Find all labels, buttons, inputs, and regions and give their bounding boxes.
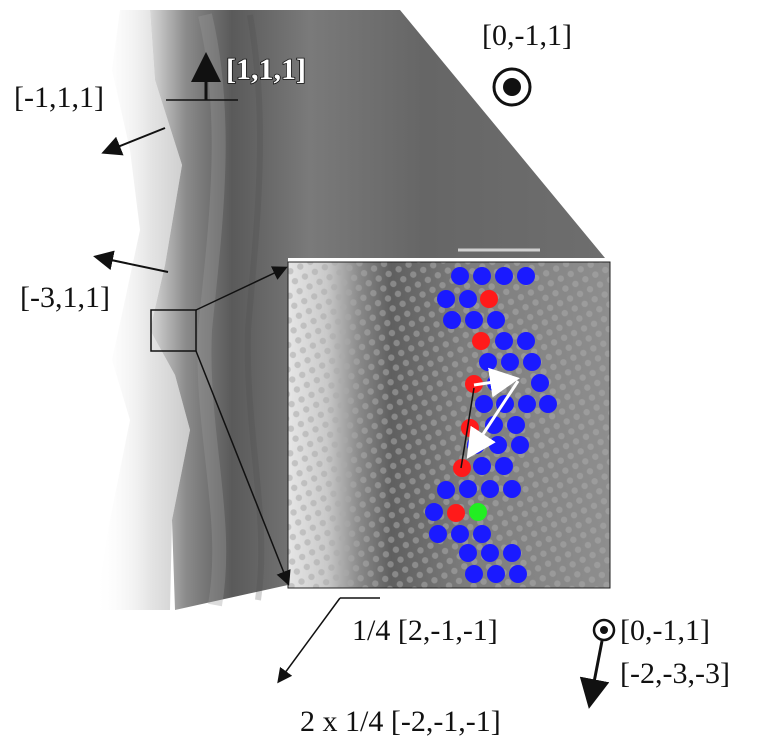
atom: [517, 332, 535, 350]
atom: [495, 267, 513, 285]
atom: [539, 395, 557, 413]
label-burgers-1: 1/4 [2,-1,-1]: [352, 614, 498, 647]
inset-hrtem: [287, 261, 611, 589]
atom-defect: [461, 419, 479, 437]
atom: [475, 395, 493, 413]
arrow-m111: [101, 127, 166, 156]
out-of-plane-icon: [492, 67, 532, 107]
label-burgers-2: 2 x 1/4 [-2,-1,-1]: [300, 705, 501, 738]
zoom-line-bottom: [195, 350, 291, 586]
atom: [509, 565, 527, 583]
atom: [481, 480, 499, 498]
atom-defect: [472, 332, 490, 350]
atom: [465, 311, 483, 329]
label-m111: [-1,1,1]: [14, 81, 104, 114]
atom: [451, 267, 469, 285]
atom: [495, 457, 513, 475]
atom: [437, 481, 455, 499]
atom: [451, 525, 469, 543]
atom-defect: [480, 290, 498, 308]
atom-defect: [447, 504, 465, 522]
atom: [481, 544, 499, 562]
specimen-band: [197, 13, 227, 607]
arrow-m2m3m3: [579, 640, 610, 709]
atom: [487, 565, 505, 583]
atom: [495, 332, 513, 350]
atom: [487, 311, 505, 329]
atom: [459, 480, 477, 498]
label-m2m3m3: [-2,-3,-3]: [620, 657, 730, 690]
atom: [437, 290, 455, 308]
atom: [503, 480, 521, 498]
atom: [443, 311, 461, 329]
atom: [459, 290, 477, 308]
atom: [523, 353, 541, 371]
atom: [459, 544, 477, 562]
vector-arrow-2: [277, 597, 341, 684]
specimen-band: [244, 14, 265, 601]
atom: [465, 565, 483, 583]
atom: [503, 544, 521, 562]
atom-defect: [453, 459, 471, 477]
atom: [429, 525, 447, 543]
atom: [507, 416, 525, 434]
atom-special: [469, 503, 487, 521]
out-of-plane-icon-small: [592, 618, 616, 642]
atom: [489, 436, 507, 454]
atom: [479, 353, 497, 371]
specimen-edge-halo: [95, 10, 190, 610]
atom: [473, 267, 491, 285]
label-m311: [-3,1,1]: [20, 281, 110, 314]
atom: [501, 353, 519, 371]
atom: [531, 374, 549, 392]
atom: [518, 395, 536, 413]
atom-overlay: [425, 267, 557, 583]
label-111: [1,1,1]: [226, 53, 306, 86]
atom: [473, 525, 491, 543]
arrow-m311: [93, 250, 169, 273]
zoom-line-top: [195, 266, 288, 311]
selection-box: [150, 309, 197, 352]
atom: [511, 436, 529, 454]
atom: [425, 503, 443, 521]
label-0m11-bottom: [0,-1,1]: [620, 614, 710, 647]
burgers-vectors: [460, 367, 520, 469]
specimen-image: [150, 10, 605, 610]
atom: [517, 267, 535, 285]
atom: [473, 457, 491, 475]
label-0m11-top: [0,-1,1]: [482, 19, 572, 52]
